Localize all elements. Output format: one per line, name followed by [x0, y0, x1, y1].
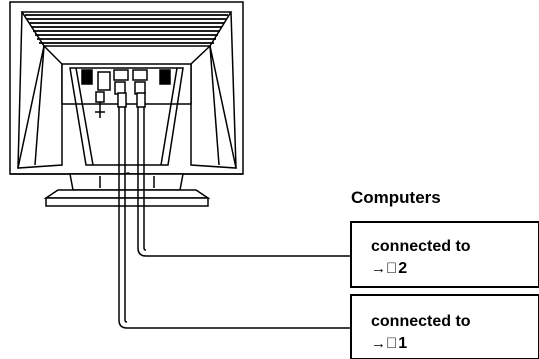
- connection-text: connected to: [371, 238, 471, 255]
- cable-input-1: [118, 107, 351, 329]
- signal-cables: [118, 107, 351, 329]
- computer-box-2: [350, 221, 539, 288]
- input-arrow-icon: →⃝: [371, 260, 398, 277]
- input-number: 1: [398, 335, 408, 352]
- monitor-stand: [43, 173, 211, 207]
- input-indicator: →⃝2: [371, 258, 471, 280]
- computer-2-label: connected to →⃝2: [371, 236, 471, 280]
- cable-input-2: [137, 107, 351, 257]
- input-indicator: →⃝1: [371, 333, 471, 355]
- connection-text: connected to: [371, 313, 471, 330]
- vent-grille: [25, 14, 228, 44]
- input-arrow-icon: →⃝: [371, 335, 398, 352]
- monitor-rear-view: [9, 1, 244, 178]
- computer-box-1: [350, 294, 539, 359]
- computer-1-label: connected to →⃝1: [371, 311, 471, 355]
- computers-heading: Computers: [351, 188, 441, 207]
- input-number: 2: [398, 260, 408, 277]
